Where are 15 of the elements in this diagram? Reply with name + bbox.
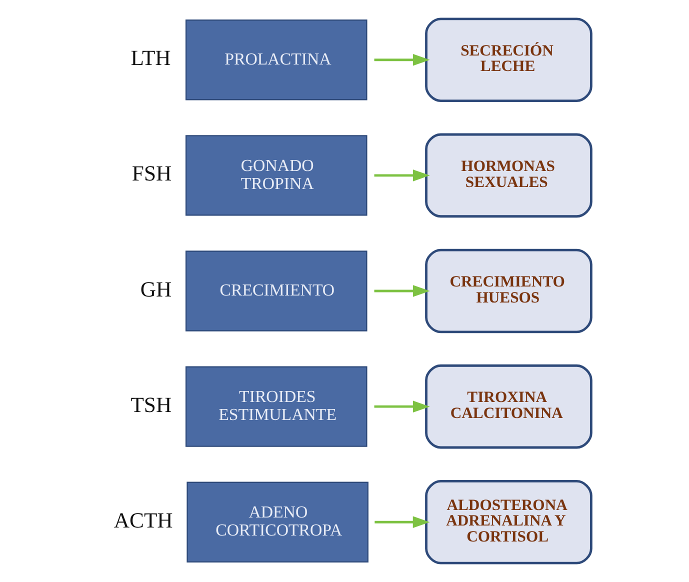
node-box: HORMONAS SEXUALES <box>424 133 592 218</box>
node-box: SECRECIÓN LECHE <box>424 18 592 102</box>
arrow <box>374 400 430 412</box>
node-label: LTH <box>130 46 170 70</box>
arrow <box>374 285 430 297</box>
node-label: TSH <box>130 392 172 417</box>
arrow <box>374 54 430 66</box>
node-label: GH <box>140 277 172 302</box>
node-label: ACTH <box>113 508 172 532</box>
arrow <box>374 170 430 182</box>
node-label: FSH <box>131 162 172 186</box>
node-box: CRECIMIENTO HUESOS <box>424 248 592 334</box>
node-box: ALDOSTERONA ADRENALINA Y CORTISOL <box>424 480 592 564</box>
arrow <box>374 516 430 528</box>
node-box: TIROXINA CALCITONINA <box>424 364 592 449</box>
